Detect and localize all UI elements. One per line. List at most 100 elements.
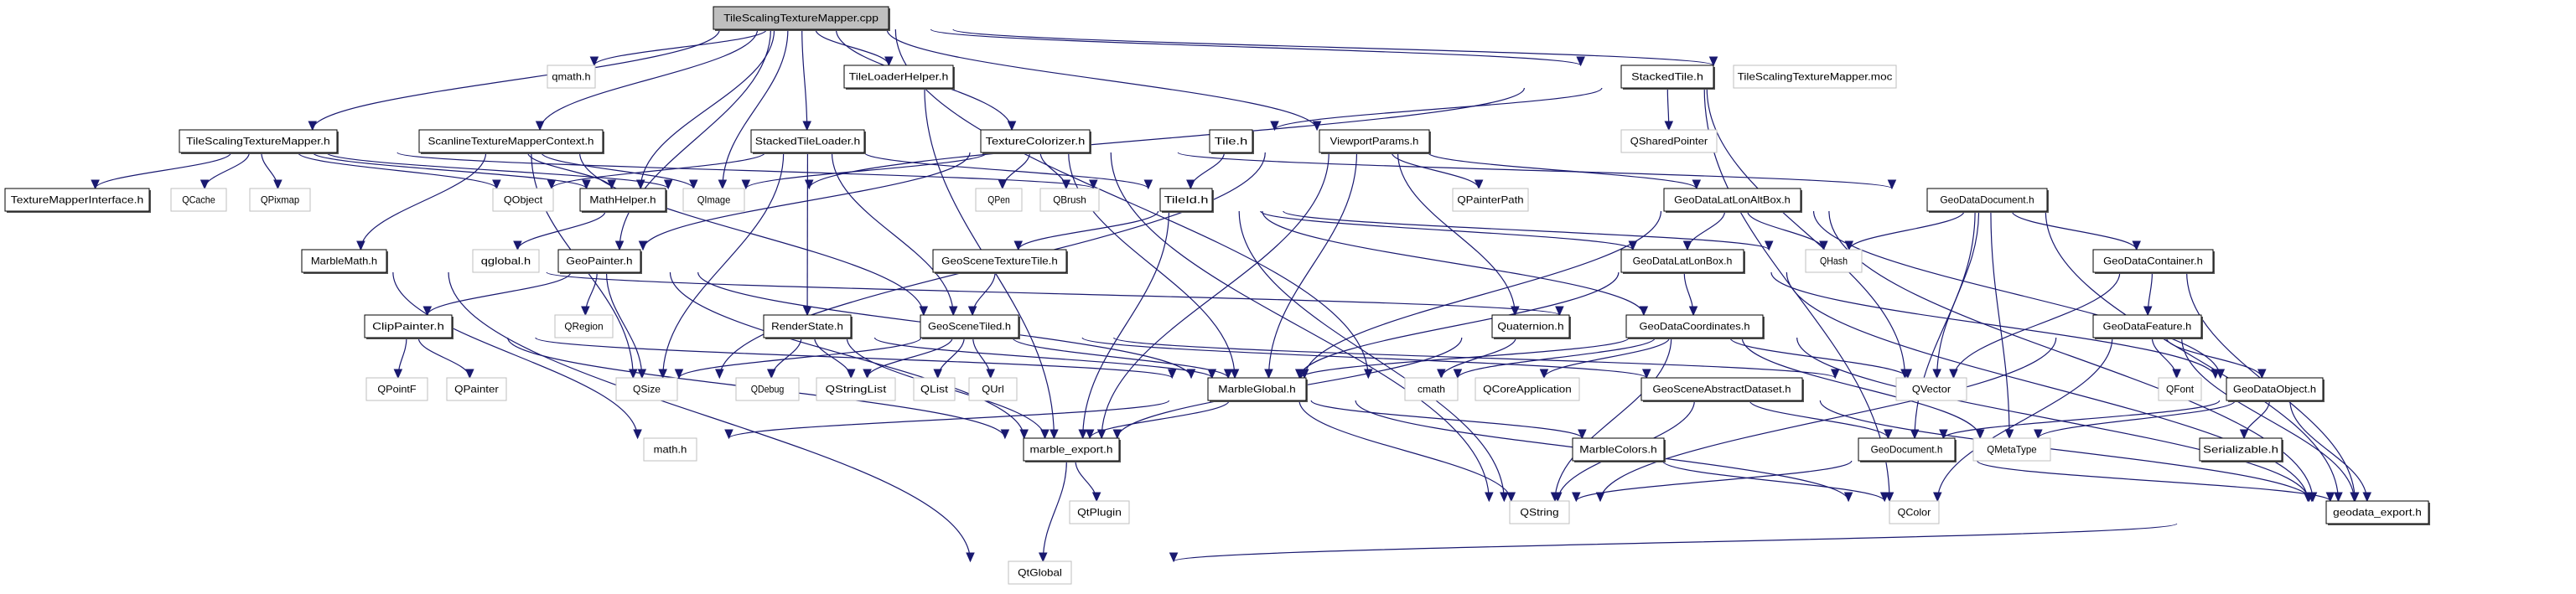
node-GeoSceneTiled[interactable]: GeoSceneTiled.h	[920, 314, 1020, 339]
node-label: QDebug	[751, 384, 785, 395]
node-label: QtGlobal	[1018, 567, 1062, 579]
node-label: Tile.h	[1215, 136, 1248, 147]
node-TMI[interactable]: TextureMapperInterface.h	[4, 188, 151, 213]
edge-TileId-to-LatLonBox	[1260, 210, 1634, 251]
arrowhead-icon	[1506, 492, 1516, 503]
node-GeoSceneAbstractDataset[interactable]: GeoSceneAbstractDataset.h	[1640, 377, 1804, 402]
node-MarbleColors[interactable]: MarbleColors.h	[1572, 437, 1666, 462]
arrowhead-icon	[1933, 492, 1942, 503]
arrowhead-icon	[1843, 492, 1853, 503]
node-box	[1625, 314, 1764, 338]
node-MarbleGlobal[interactable]: MarbleGlobal.h	[1207, 377, 1308, 402]
edge-cpp-to-Scanline	[539, 28, 759, 131]
edge-cpp-to-QImage	[722, 28, 789, 189]
node-label: RenderState.h	[771, 321, 843, 333]
edge-ClipPainter-to-MarbleGlobal	[535, 337, 1173, 379]
node-GeoDataDocument[interactable]: GeoDataDocument.h	[1926, 188, 2049, 213]
node-QSize: QSize	[615, 377, 678, 401]
node-box	[816, 377, 896, 401]
node-geodata_export[interactable]: geodata_export.h	[2325, 500, 2430, 525]
node-MarbleMath[interactable]: MarbleMath.h	[301, 249, 388, 274]
node-Scanline[interactable]: ScanlineTextureMapperContext.h	[418, 129, 604, 154]
arrowhead-icon	[741, 179, 751, 190]
node-QBrush: QBrush	[1039, 188, 1100, 212]
node-label: QPainterPath	[1457, 194, 1523, 206]
edge-cpp-to-GeoPainter	[619, 28, 772, 251]
edge-GeoDataContainer-to-QVector	[1952, 271, 2121, 379]
node-QImage: QImage	[682, 188, 745, 212]
node-label: qglobal.h	[481, 256, 531, 267]
node-LatLonBox[interactable]: GeoDataLatLonBox.h	[1620, 249, 1745, 274]
arrowhead-icon	[1692, 179, 1702, 190]
arrowhead-icon	[2350, 492, 2359, 503]
node-TextureColorizer[interactable]: TextureColorizer.h	[980, 129, 1091, 154]
edge-LatLonBox-to-MarbleGlobal	[1298, 271, 1620, 379]
edge-StackedTileLoader-to-TileId	[863, 152, 1149, 189]
node-marble_export[interactable]: marble_export.h	[1023, 437, 1121, 462]
node-label: QSize	[633, 384, 661, 395]
node-ClipPainter[interactable]: ClipPainter.h	[364, 314, 454, 339]
node-label: GeoSceneTiled.h	[928, 321, 1011, 333]
node-Quaternion[interactable]: Quaternion.h	[1491, 314, 1571, 339]
arrowhead-icon	[1975, 429, 1985, 440]
arrowhead-icon	[2132, 240, 2141, 251]
node-box	[2092, 314, 2202, 338]
node-box	[2199, 437, 2283, 462]
edge-MarbleGlobal-to-QString	[1298, 400, 1512, 502]
node-GeoPainter[interactable]: GeoPainter.h	[557, 249, 642, 274]
node-StackedTile[interactable]: StackedTile.h	[1620, 65, 1715, 90]
node-GeoDataCoordinates[interactable]: GeoDataCoordinates.h	[1625, 314, 1765, 339]
arrowhead-icon	[948, 306, 958, 317]
node-label: TileId.h	[1164, 194, 1209, 206]
arrowhead-icon	[308, 121, 318, 132]
node-QObject: QObject	[492, 188, 554, 212]
node-label: GeoDataFeature.h	[2103, 321, 2192, 333]
arrowhead-icon	[1078, 429, 1087, 440]
node-box	[643, 437, 697, 462]
node-label: QVector	[1912, 384, 1951, 395]
node-label: QBrush	[1053, 194, 1086, 206]
node-cpp[interactable]: TileScalingTextureMapper.cpp	[713, 6, 890, 31]
edge-GeoSceneTextureTile-to-GeoSceneTiled	[972, 271, 996, 316]
node-box	[1620, 129, 1718, 153]
node-ViewportParams[interactable]: ViewportParams.h	[1319, 129, 1431, 154]
node-box	[682, 188, 745, 212]
node-LatLonAltBox[interactable]: GeoDataLatLonAltBox.h	[1663, 188, 1802, 213]
edge-TileId-to-QHash	[1283, 210, 1770, 251]
node-label: Serializable.h	[2203, 444, 2278, 456]
node-box	[932, 249, 1067, 273]
node-box	[1452, 188, 1529, 212]
node-QUrl: QUrl	[968, 377, 1018, 401]
node-StackedTileLoader[interactable]: StackedTileLoader.h	[750, 129, 866, 154]
node-TSTM_h[interactable]: TileScalingTextureMapper.h	[179, 129, 339, 154]
node-GeoSceneTextureTile[interactable]: GeoSceneTextureTile.h	[932, 249, 1068, 274]
node-GeoDataFeature[interactable]: GeoDataFeature.h	[2092, 314, 2203, 339]
node-label: MarbleColors.h	[1579, 444, 1656, 456]
edge-TileId-to-GeoDataCoordinates	[1262, 210, 1645, 316]
node-Tile[interactable]: Tile.h	[1209, 129, 1254, 154]
node-label: MathHelper.h	[589, 194, 656, 206]
arrowhead-icon	[1089, 179, 1098, 190]
node-box	[713, 6, 889, 30]
arrowhead-icon	[804, 179, 814, 190]
node-Serializable[interactable]: Serializable.h	[2199, 437, 2283, 462]
arrowhead-icon	[1949, 369, 1958, 380]
arrowhead-icon	[658, 369, 667, 380]
arrowhead-icon	[674, 369, 684, 380]
edge-TSTM_h-to-MathHelper	[312, 152, 588, 189]
node-MathHelper[interactable]: MathHelper.h	[579, 188, 667, 213]
arrowhead-icon	[1296, 369, 1305, 380]
edge-TSTM_h-to-QObject	[297, 152, 497, 189]
node-QPen: QPen	[975, 188, 1023, 212]
node-RenderState[interactable]: RenderState.h	[763, 314, 853, 339]
node-GeoDataContainer[interactable]: GeoDataContainer.h	[2092, 249, 2215, 274]
node-GeoDataObject[interactable]: GeoDataObject.h	[2226, 377, 2325, 402]
node-TileId[interactable]: TileId.h	[1159, 188, 1214, 213]
arrowhead-icon	[1000, 429, 1010, 440]
node-qglobal: qglobal.h	[472, 249, 540, 273]
node-TileLoaderHelper[interactable]: TileLoaderHelper.h	[843, 65, 955, 90]
arrowhead-icon	[1628, 240, 1638, 251]
node-math: math.h	[643, 437, 697, 462]
node-GeoDocument[interactable]: GeoDocument.h	[1858, 437, 1957, 462]
